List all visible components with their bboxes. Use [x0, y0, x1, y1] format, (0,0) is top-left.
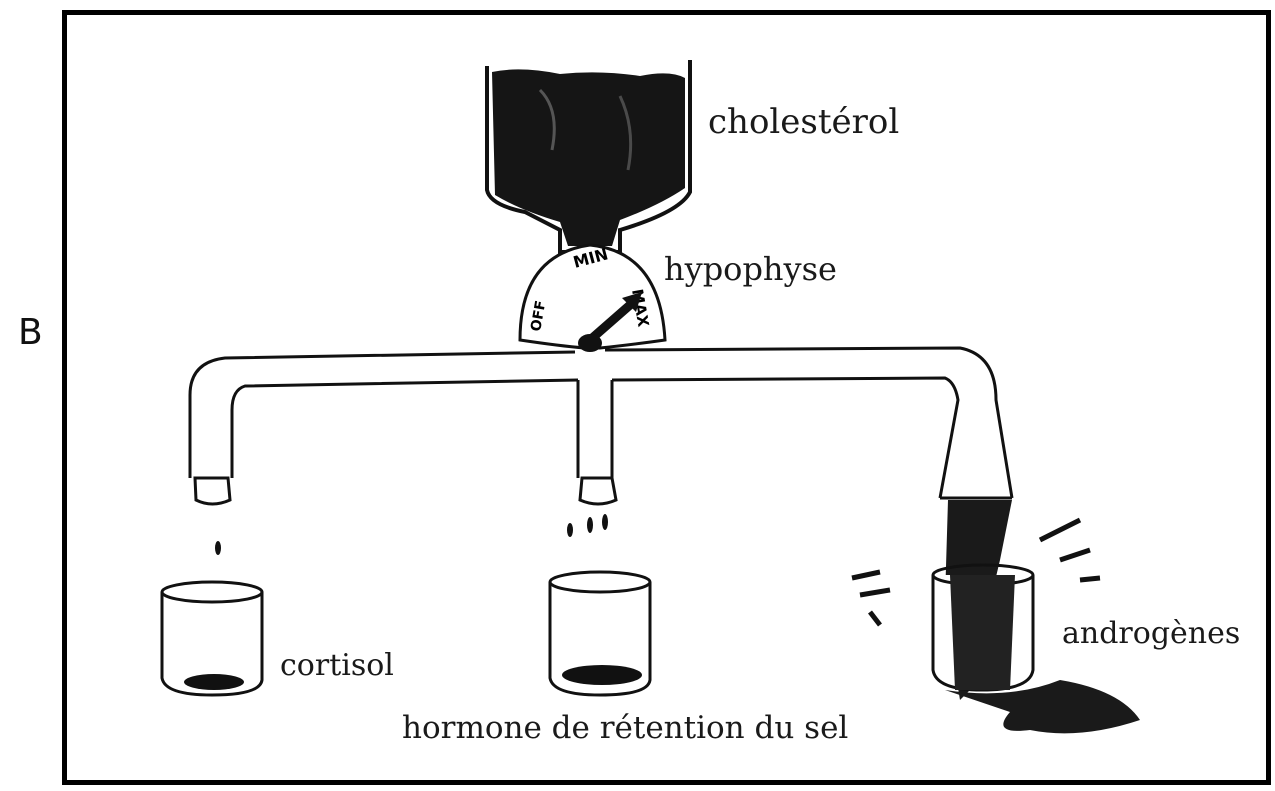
drops: [215, 514, 608, 555]
beaker-cortisol: [162, 582, 262, 695]
dial-pivot: [578, 334, 602, 352]
beaker-salt-hormone: [550, 572, 650, 695]
pituitary-dial: MIN OFF MAX: [520, 244, 665, 352]
spouts: [195, 478, 616, 504]
label-salt-retention-hormone: hormone de rétention du sel: [402, 710, 848, 746]
beaker-androgens: [933, 565, 1033, 690]
cholesterol-reservoir: [487, 60, 690, 252]
label-cholesterol: cholestérol: [708, 102, 899, 142]
label-pituitary: hypophyse: [664, 250, 837, 288]
pipe-network: [190, 348, 1012, 498]
label-cortisol: cortisol: [280, 648, 394, 683]
label-androgens: androgènes: [1062, 616, 1240, 651]
